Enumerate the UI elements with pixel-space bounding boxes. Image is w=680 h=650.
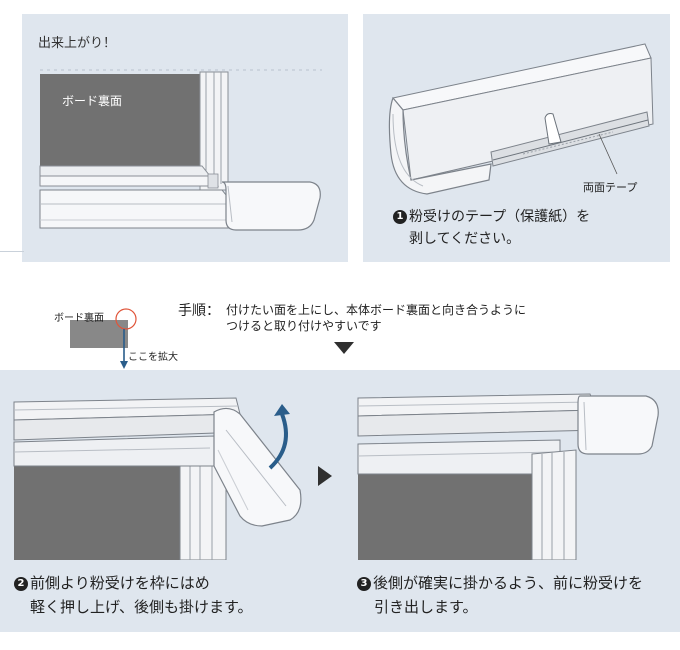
- step2-number-badge: 2: [14, 577, 28, 591]
- divider-line: [0, 251, 24, 252]
- procedure-title: 手順：: [178, 303, 220, 319]
- finished-heading: 出来上がり！: [38, 36, 117, 51]
- step1-caption-line2: 剥してください。: [409, 231, 521, 247]
- step3-illustration: [357, 393, 659, 560]
- step2-caption-text1: 前側より粉受けを枠にはめ: [30, 574, 210, 592]
- step3-caption-line2: 引き出します。: [374, 598, 478, 616]
- step2-illustration: [13, 397, 332, 560]
- tape-label: 両面テープ: [583, 181, 638, 194]
- step1-number-badge: 1: [393, 210, 407, 224]
- procedure-line2: つけると取り付けやすいです: [226, 319, 382, 333]
- board-back-small-label: ボード裏面: [54, 313, 104, 324]
- zoom-indicator: [115, 308, 137, 369]
- step2-caption-line2: 軽く押し上げ、後側も掛けます。: [30, 598, 253, 616]
- board-back-label: ボード裏面: [62, 94, 123, 108]
- procedure-line1: 付けたい面を上にし、本体ボード裏面と向き合うように: [226, 303, 527, 317]
- down-arrow-icon: [334, 342, 354, 354]
- zoom-label: ここを拡大: [128, 352, 178, 363]
- step1-caption-text1: 粉受けのテープ（保護紙）を: [409, 209, 591, 225]
- finished-panel: 出来上がり！ ボード裏面: [22, 14, 348, 262]
- step3-caption-text1: 後側が確実に掛かるよう、前に粉受けを: [373, 574, 644, 592]
- step1-tray-illustration: [388, 43, 654, 195]
- finished-illustration: [39, 69, 322, 231]
- step3-number-badge: 3: [357, 577, 371, 591]
